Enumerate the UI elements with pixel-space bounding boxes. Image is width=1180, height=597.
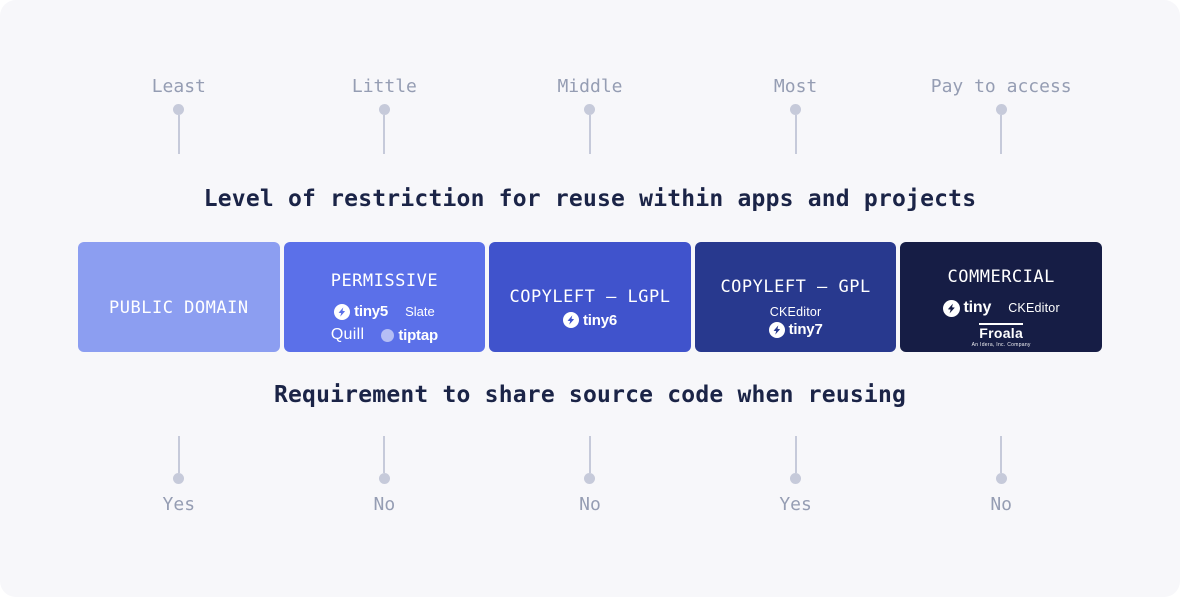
pin-marker	[695, 436, 897, 484]
tiny-logo: tiny	[942, 299, 992, 317]
tiny7-logo: tiny7	[768, 321, 823, 338]
pin-stem	[794, 436, 797, 473]
card-permissive: PERMISSIVE tiny5 Slate Quill tiptap	[283, 242, 486, 352]
card-title: PERMISSIVE	[330, 271, 439, 291]
card-public-domain: PUBLIC DOMAIN	[78, 242, 280, 352]
share-source-heading: Requirement to share source code when re…	[273, 382, 907, 408]
pin-stem	[588, 436, 591, 473]
tiny-icon	[334, 303, 351, 320]
logo-row: tiny7	[768, 321, 823, 338]
pin-marker	[489, 436, 691, 484]
tiny-icon	[942, 299, 960, 317]
pin-dot	[378, 104, 390, 115]
pin-dot	[995, 104, 1007, 115]
logo-rows: tiny6	[562, 311, 617, 329]
share-label-5: No	[990, 493, 1013, 515]
top-pin-row	[0, 104, 1180, 154]
pin-marker	[695, 104, 897, 154]
pin-marker	[284, 104, 486, 154]
logo-row: Froala An Idera, Inc. Company	[972, 323, 1031, 348]
card-copyleft-gpl: COPYLEFT — GPL CKEditor tiny7	[694, 242, 897, 352]
froala-label: Froala	[979, 323, 1024, 341]
pin-stem	[794, 115, 797, 154]
pin-marker	[900, 104, 1102, 154]
share-label-4: Yes	[779, 493, 812, 515]
pin-dot	[584, 473, 596, 484]
ckeditor-logo: CKEditor	[769, 305, 822, 319]
restriction-label-little: Little	[351, 75, 417, 97]
slate-logo: Slate	[405, 304, 435, 319]
pin-stem	[1000, 436, 1003, 473]
quill-logo: Quill	[330, 326, 365, 343]
pin-stem	[1000, 115, 1003, 154]
pin-marker	[900, 436, 1102, 484]
pin-dot	[378, 473, 390, 484]
card-commercial: COMMERCIAL tiny CKEditor Froala An Idera…	[900, 242, 1102, 352]
tiny5-logo: tiny5	[334, 303, 388, 320]
tiny7-label: tiny7	[788, 321, 823, 338]
restriction-label-pay: Pay to access	[930, 75, 1072, 97]
pin-dot	[790, 104, 802, 115]
logo-row: Quill tiptap	[331, 326, 438, 344]
card-title: PUBLIC DOMAIN	[109, 297, 249, 318]
share-label-2: No	[373, 493, 396, 515]
restriction-scale-labels: Least Little Middle Most Pay to access	[0, 74, 1180, 98]
tiptap-label: tiptap	[398, 326, 438, 344]
logo-row: CKEditor	[770, 305, 822, 319]
froala-tagline: An Idera, Inc. Company	[971, 342, 1031, 348]
share-source-labels: Yes No No Yes No	[0, 492, 1180, 516]
pin-dot	[790, 473, 802, 484]
tiny-icon	[562, 312, 579, 328]
restriction-heading: Level of restriction for reuse within ap…	[203, 186, 977, 212]
froala-logo: Froala An Idera, Inc. Company	[972, 323, 1031, 348]
card-copyleft-lgpl: COPYLEFT — LGPL tiny6	[489, 242, 691, 352]
pin-marker	[78, 104, 280, 154]
restriction-label-most: Most	[773, 75, 818, 97]
license-cards-row: PUBLIC DOMAIN PERMISSIVE tiny5 Slate Qui…	[0, 242, 1180, 352]
logo-rows: tiny5 Slate Quill tiptap	[331, 303, 438, 344]
share-label-3: No	[579, 493, 601, 515]
logo-rows: tiny CKEditor Froala An Idera, Inc. Comp…	[942, 299, 1060, 348]
pin-stem	[177, 436, 180, 473]
tiptap-logo: tiptap	[381, 327, 438, 344]
tiptap-icon	[381, 328, 395, 342]
pin-dot	[173, 104, 185, 115]
pin-dot	[173, 473, 185, 484]
tiny5-label: tiny5	[354, 303, 389, 320]
share-label-1: Yes	[162, 493, 196, 515]
card-title: COPYLEFT — LGPL	[509, 286, 671, 307]
bottom-pin-row	[0, 436, 1180, 484]
pin-dot	[995, 473, 1007, 484]
pin-dot	[584, 104, 596, 115]
pin-marker	[284, 436, 486, 484]
tiny-icon	[768, 321, 785, 338]
pin-stem	[383, 436, 386, 473]
pin-stem	[177, 115, 180, 154]
logo-rows: CKEditor tiny7	[768, 305, 823, 338]
pin-marker	[489, 104, 691, 154]
card-title: COMMERCIAL	[947, 267, 1055, 287]
tiny-label: tiny	[963, 299, 992, 316]
pin-stem	[588, 115, 591, 154]
tiny6-logo: tiny6	[562, 311, 617, 329]
card-title: COPYLEFT — GPL	[720, 277, 871, 297]
pin-marker	[78, 436, 280, 484]
logo-row: tiny5 Slate	[334, 303, 435, 320]
logo-row: tiny6	[562, 311, 617, 329]
logo-row: tiny CKEditor	[942, 299, 1060, 317]
tiny6-label: tiny6	[582, 311, 617, 329]
restriction-label-middle: Middle	[557, 75, 623, 97]
pin-stem	[383, 115, 386, 154]
restriction-label-least: Least	[151, 75, 206, 97]
ckeditor-logo: CKEditor	[1008, 301, 1060, 315]
